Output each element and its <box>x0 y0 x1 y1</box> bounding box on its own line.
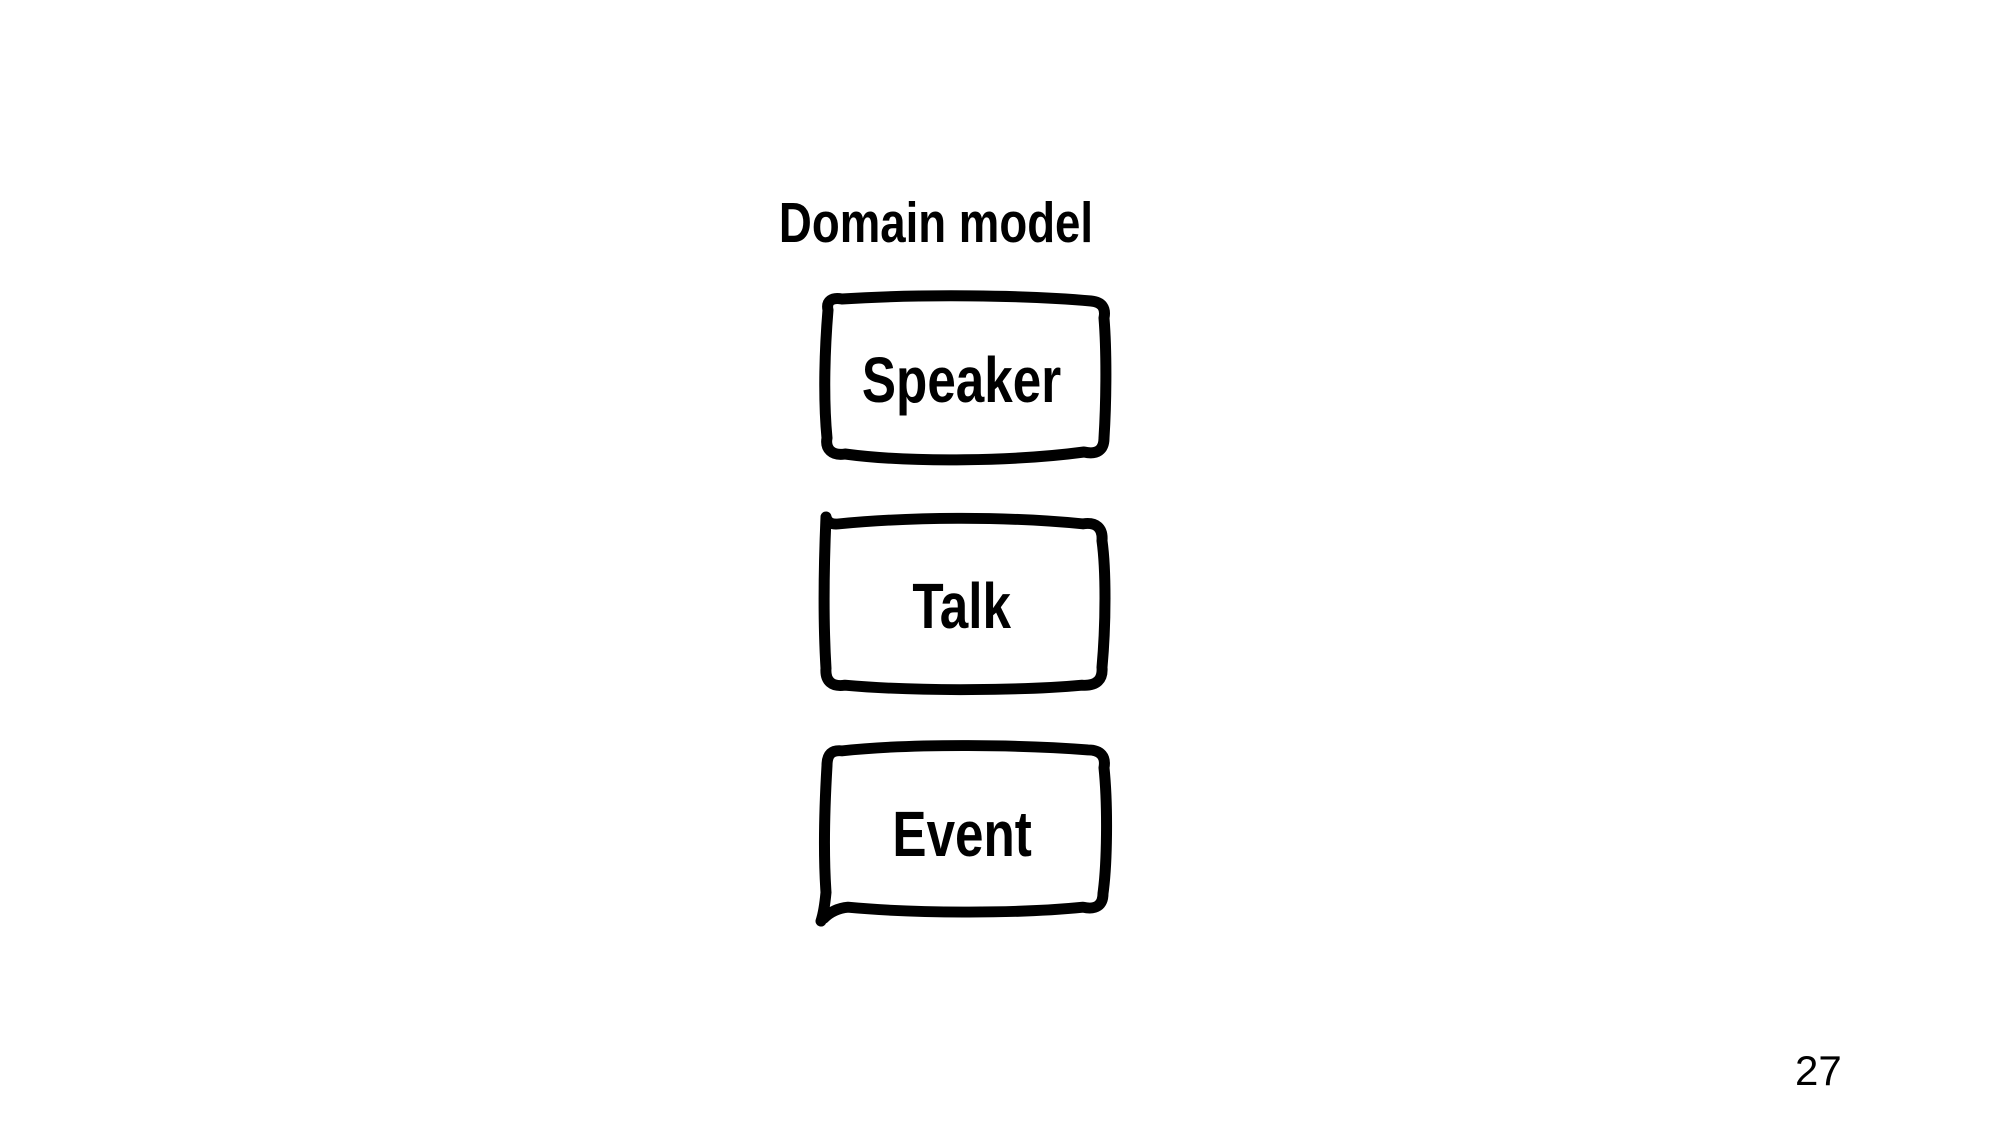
box-label-event: Event <box>892 798 1032 870</box>
domain-box-event: Event <box>812 740 1113 928</box>
box-label-speaker: Speaker <box>862 344 1062 416</box>
domain-box-talk: Talk <box>812 511 1112 700</box>
speaker-box-outline <box>819 290 1112 466</box>
box-label-talk: Talk <box>912 570 1012 642</box>
page-number: 27 <box>1795 1047 1842 1094</box>
event-box-outline <box>815 740 1113 927</box>
talk-box-outline <box>818 511 1111 696</box>
domain-box-speaker: Speaker <box>812 290 1112 470</box>
page-title: Domain model <box>778 191 1094 255</box>
